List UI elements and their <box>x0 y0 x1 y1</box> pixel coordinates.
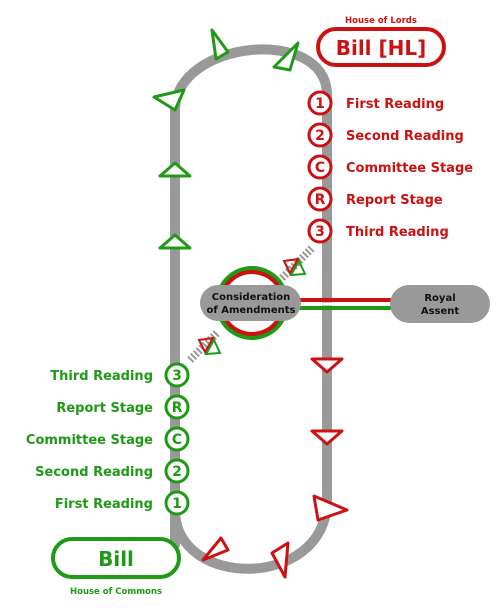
commons-stage-badge: R <box>172 400 183 416</box>
lords-stage-badge: 2 <box>315 128 325 144</box>
lords-stage[interactable]: C Committee Stage <box>307 154 473 180</box>
lords-stage-label: First Reading <box>346 97 444 112</box>
royal-assent-pill[interactable] <box>390 285 490 323</box>
lords-stage[interactable]: 1 First Reading <box>307 90 444 116</box>
commons-stage-badge: 3 <box>172 368 182 384</box>
commons-stage-label: Report Stage <box>56 401 153 416</box>
commons-stage-badge: 2 <box>172 464 182 480</box>
commons-stage[interactable]: 1 First Reading <box>55 490 190 516</box>
lords-stage-label: Second Reading <box>346 129 464 144</box>
lords-stage-badge-circle <box>307 154 333 180</box>
connector-arrows-upper <box>282 257 307 277</box>
lords-stage-badge: 1 <box>315 96 325 112</box>
royal-assent-line1: Royal <box>424 293 455 304</box>
commons-stage-badge-circle <box>164 490 190 516</box>
commons-stage-badge: 1 <box>172 496 182 512</box>
commons-stage[interactable]: 3 Third Reading <box>50 362 190 388</box>
connector-arrows-lower <box>197 336 222 356</box>
lords-stage-badge-circle <box>307 122 333 148</box>
commons-direction-arrows <box>152 28 300 250</box>
lords-stage[interactable]: 3 Third Reading <box>307 218 449 244</box>
commons-stage[interactable]: C Committee Stage <box>26 426 190 452</box>
house-of-lords-label: House of Lords <box>345 16 417 26</box>
lords-bill-pill[interactable] <box>316 27 446 67</box>
commons-bill-pill[interactable] <box>51 537 181 579</box>
lords-direction-arrows <box>201 357 349 579</box>
lords-stage-label: Committee Stage <box>346 161 473 176</box>
lords-stage-badge-circle <box>307 186 333 212</box>
lords-stage-badge-circle <box>307 218 333 244</box>
commons-stage-label: First Reading <box>55 497 153 512</box>
commons-stage-badge-circle <box>164 458 190 484</box>
commons-stage[interactable]: R Report Stage <box>56 394 190 420</box>
commons-stage-label: Third Reading <box>50 369 153 384</box>
royal-assent-line2: Assent <box>421 306 460 317</box>
commons-stage-badge-circle <box>164 394 190 420</box>
lords-stage-label: Third Reading <box>346 225 449 240</box>
commons-stage-label: Second Reading <box>35 465 153 480</box>
amendments-label-line1: Consideration <box>212 292 291 303</box>
lords-stage[interactable]: 2 Second Reading <box>307 122 464 148</box>
commons-stage-badge-circle <box>164 362 190 388</box>
lords-stage-badge: R <box>315 192 326 208</box>
lords-stage-badge-circle <box>307 90 333 116</box>
commons-stage-badge-circle <box>164 426 190 452</box>
commons-stage-badge: C <box>172 432 182 448</box>
lords-stage-badge: 3 <box>315 224 325 240</box>
lords-stage[interactable]: R Report Stage <box>307 186 443 212</box>
commons-bill-label: Bill <box>98 547 134 571</box>
connector-commons-amendments <box>187 329 221 363</box>
lords-stage-badge: C <box>315 160 325 176</box>
lords-bill-label: Bill [HL] <box>336 36 427 60</box>
lords-stage-label: Report Stage <box>346 193 443 208</box>
consideration-of-amendments-pill[interactable] <box>200 285 301 321</box>
house-of-commons-label: House of Commons <box>70 587 162 597</box>
commons-stage-label: Committee Stage <box>26 433 153 448</box>
amendments-label-line2: of Amendments <box>207 305 296 316</box>
commons-stage[interactable]: 2 Second Reading <box>35 458 190 484</box>
